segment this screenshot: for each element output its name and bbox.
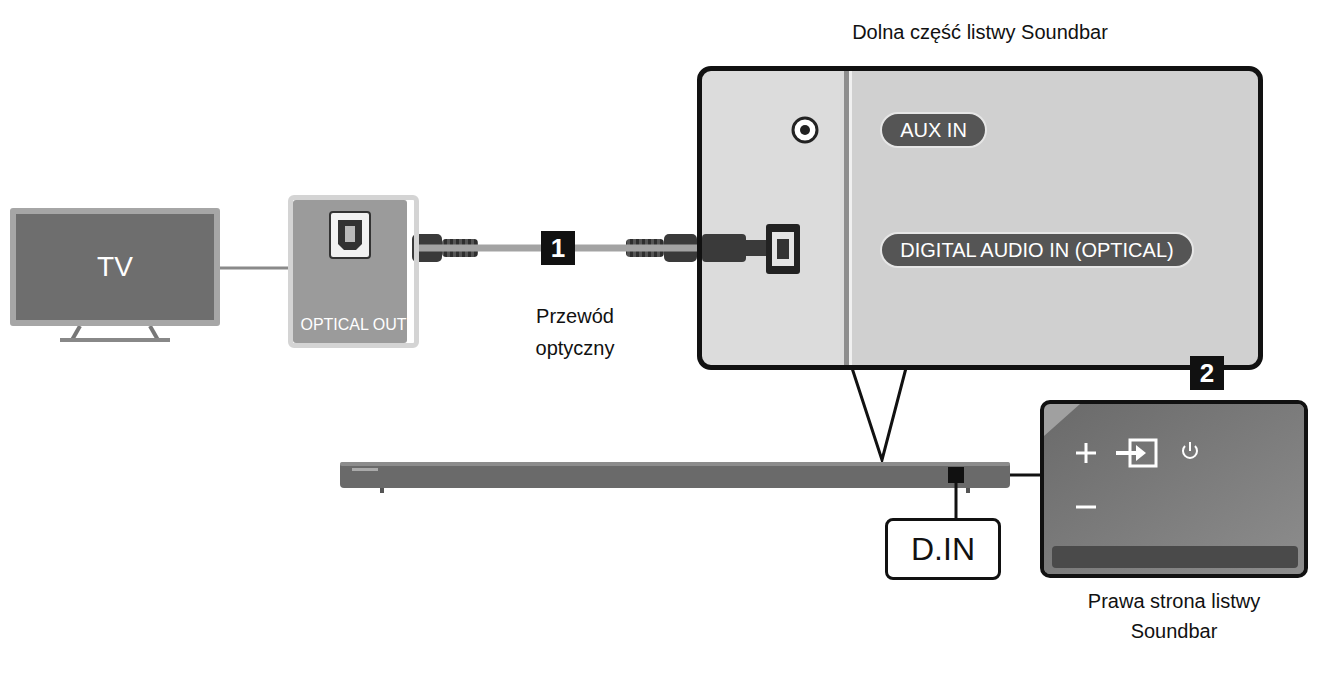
tv-stand [60,338,170,342]
detail-panel: Dolna część listwy SoundbarAUX INDIGITAL… [697,66,1263,370]
soundbar [340,462,1010,466]
callout-wedge [852,368,906,460]
optical-port [330,212,370,258]
detail-panel: Prawa strona listwy Soundbar [1040,400,1308,578]
optical-port [345,226,355,242]
tv-screen: TV [10,208,220,326]
cable-name: Przewód optyczny [505,300,645,364]
source-button [1116,451,1138,455]
callout-number: 1 [541,231,575,265]
button-panel-base [1052,546,1298,568]
aux-jack [800,125,810,135]
display-callout: D.IN [885,518,1001,580]
port-box: OPTICAL OUT [288,195,419,348]
tv-stand [150,326,158,340]
soundbar-foot [966,488,970,493]
optical-in-port [777,239,789,259]
soundbar-logo [352,468,378,471]
panel-surface [702,71,844,365]
panel-title: Prawa strona listwy Soundbar [1056,586,1292,646]
optical-plug [702,234,746,262]
port-label: DIGITAL AUDIO IN (OPTICAL) [880,232,1194,268]
soundbar [340,462,1010,488]
device-name: TV [97,251,133,283]
power-button [1189,442,1191,451]
source-button [1136,445,1146,461]
panel-divider [844,71,849,365]
panel-title: Dolna część listwy Soundbar [702,21,1258,44]
button-panel [1044,404,1304,574]
optical-plug [746,240,766,256]
port-name: OPTICAL OUT [300,316,406,334]
callout-number: 2 [1190,356,1224,390]
tv-stand [72,326,80,340]
aux-jack [793,118,817,142]
button-panel [1044,404,1080,436]
soundbar-foot [380,488,384,493]
port-name: DIGITAL AUDIO IN (OPTICAL) [900,239,1173,262]
indicator-window [948,467,964,483]
leader-line [1010,474,1040,477]
port-panel [293,200,407,343]
callout-leader [220,267,288,270]
volume-down-button [1076,506,1096,509]
optical-port [338,220,362,250]
port-name: AUX IN [900,119,967,142]
port-label: AUX IN [880,112,987,148]
optical-in-port [766,224,800,274]
panel-surface [702,71,1258,365]
display-text: D.IN [911,531,975,568]
leader-line [955,483,958,518]
panel-divider [849,71,852,365]
optical-in-port [772,232,794,266]
volume-up-button [1085,443,1088,463]
